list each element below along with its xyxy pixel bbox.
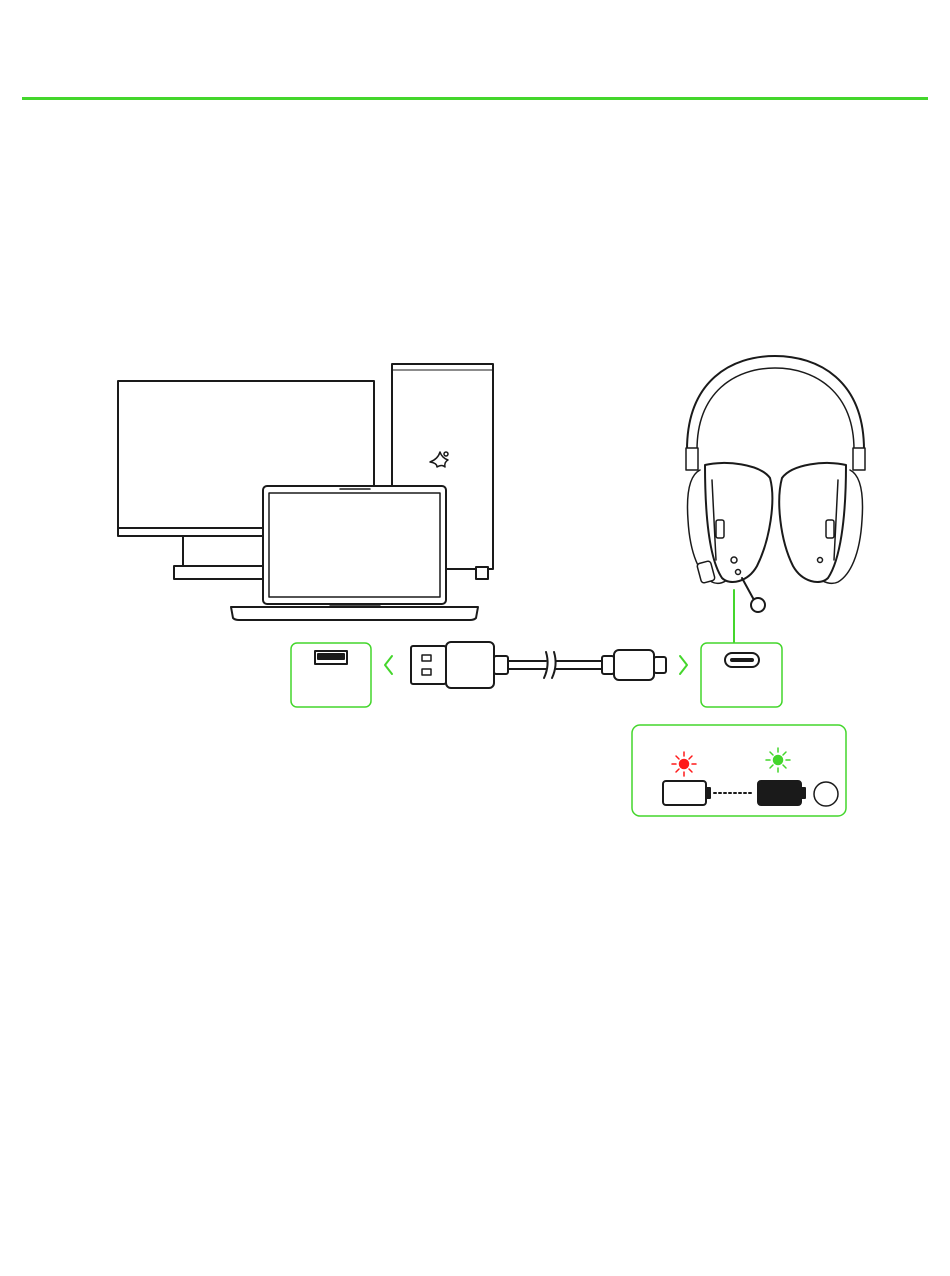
power-button-icon: [814, 782, 838, 806]
green-led-icon: [766, 748, 790, 772]
laptop: [231, 486, 478, 620]
usb-a-port-box: [291, 643, 371, 707]
usb-c-port-box: [701, 643, 782, 707]
charging-status-box: [632, 725, 846, 816]
usb-a-to-usb-c-cable: [411, 642, 666, 688]
usb-a-port-icon: [315, 651, 347, 664]
chevron-right-icon: [680, 656, 687, 674]
chevron-left-icon: [385, 656, 392, 674]
red-led-icon: [672, 752, 696, 776]
battery-empty-icon: [663, 781, 710, 805]
usb-c-port-icon: [725, 653, 759, 667]
battery-full-icon: [758, 781, 805, 805]
headset: [686, 356, 865, 612]
